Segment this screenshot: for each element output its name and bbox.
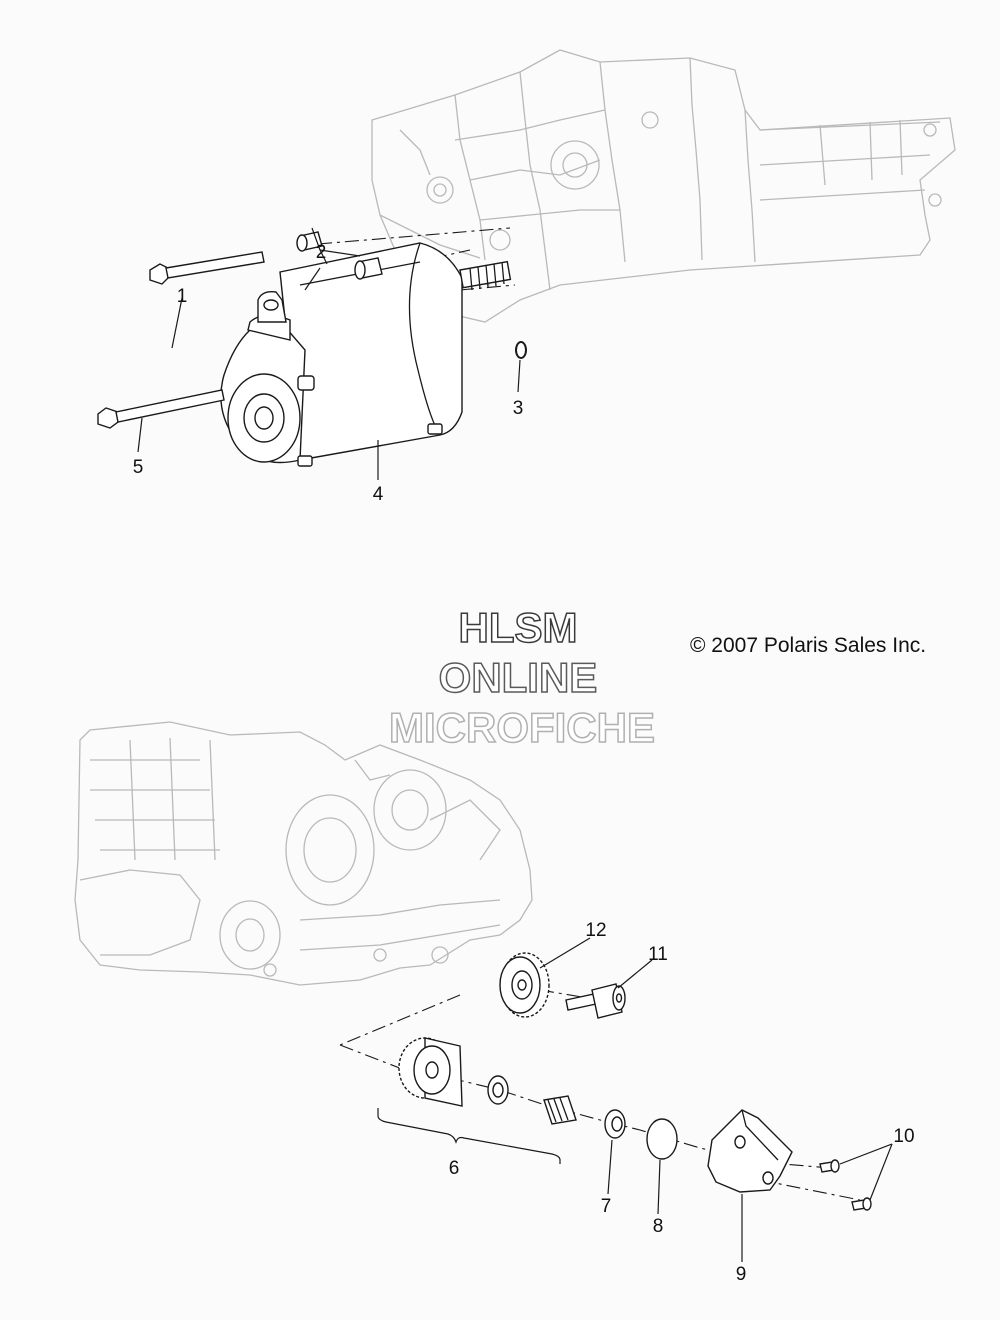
- watermark: HLSM ONLINE MICROFICHE: [388, 603, 656, 752]
- starter-output-shaft: [459, 260, 512, 289]
- part-5-bolt-lower: [97, 389, 225, 429]
- engine-block-lower: [74, 721, 533, 986]
- callout-11: 11: [648, 944, 668, 965]
- callout-9: 9: [736, 1264, 747, 1285]
- callout-6: 6: [449, 1158, 460, 1179]
- callout-7: 7: [601, 1196, 612, 1217]
- callout-5: 5: [133, 457, 144, 478]
- part-11-idler-shaft: [565, 983, 626, 1019]
- callout-2: 2: [316, 242, 327, 263]
- part-3-o-ring: [515, 341, 527, 359]
- part-1-bolt-upper: [149, 251, 265, 285]
- callout-4: 4: [373, 484, 384, 505]
- watermark-hlsm: HLSM: [459, 604, 578, 651]
- callout-10: 10: [893, 1126, 914, 1147]
- lower-leader-lines: [539, 937, 893, 1262]
- part-6-starter-drive-assembly: [398, 1037, 577, 1125]
- watermark-online: ONLINE: [439, 654, 598, 701]
- part-2-dowel-pins: [296, 231, 383, 280]
- part-6-bracket: [377, 1108, 561, 1164]
- part-8-o-ring: [646, 1118, 678, 1160]
- part-7-bearing: [604, 1109, 626, 1139]
- callout-12: 12: [585, 920, 606, 941]
- upper-leader-lines: [137, 227, 521, 480]
- part-12-idler-gear: [499, 952, 550, 1018]
- part-10-screws: [819, 1159, 872, 1211]
- callout-3: 3: [513, 398, 524, 419]
- watermark-microfiche: MICROFICHE: [389, 704, 655, 751]
- copyright-notice: © 2007 Polaris Sales Inc.: [690, 634, 927, 657]
- callout-8: 8: [653, 1216, 664, 1237]
- part-9-gear-cover: [707, 1109, 793, 1193]
- starter-motor-assembly: [220, 227, 516, 467]
- starter-motor-body: [279, 242, 463, 461]
- callout-1: 1: [177, 286, 188, 307]
